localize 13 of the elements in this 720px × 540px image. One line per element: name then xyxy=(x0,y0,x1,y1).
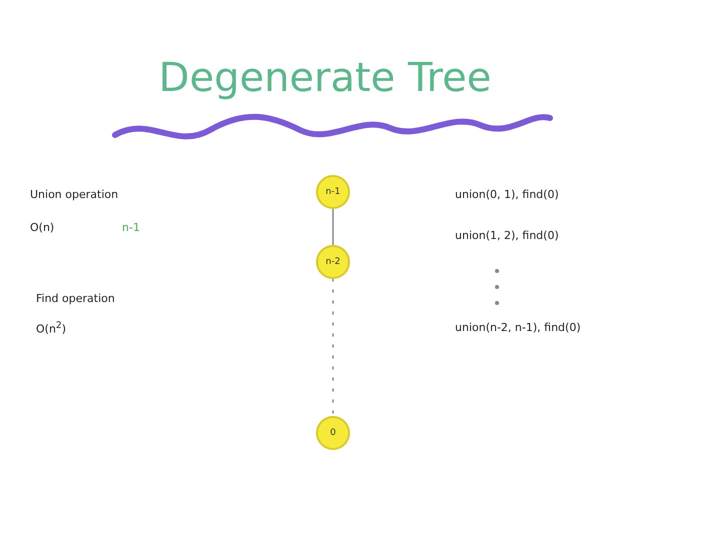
tree-node-circle: 0 xyxy=(316,416,350,450)
tree-node-circle: n-1 xyxy=(316,175,350,209)
text-label: Union operation xyxy=(30,188,118,201)
text-label: O(n) xyxy=(30,221,54,234)
text-label: union(0, 1), find(0) xyxy=(455,188,559,201)
tree-node-circle: n-2 xyxy=(316,245,350,279)
title: Degenerate Tree xyxy=(158,55,492,101)
text-label: union(n-2, n-1), find(0) xyxy=(455,321,581,334)
connector-line xyxy=(332,208,334,246)
text-label: O(n$^{2}$) xyxy=(36,320,66,336)
text-label: union(1, 2), find(0) xyxy=(455,229,559,242)
text-label: n-1 xyxy=(122,221,140,234)
text-label: Find operation xyxy=(36,292,115,305)
